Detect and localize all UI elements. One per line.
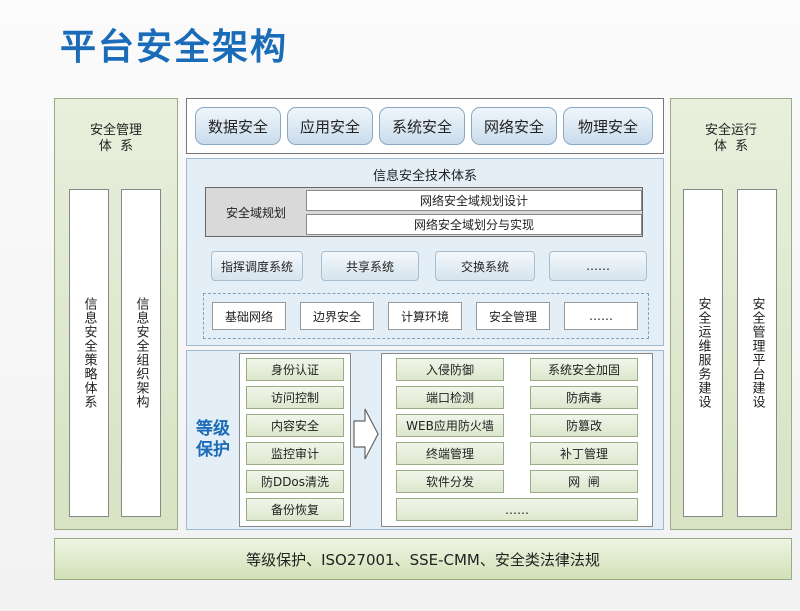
more-systems: …… (549, 251, 647, 281)
anti-ddos: 防DDos清洗 (246, 470, 344, 493)
anti-tamper: 防篡改 (530, 414, 638, 437)
web-app-firewall: WEB应用防火墙 (396, 414, 504, 437)
right-arrow-icon (353, 408, 379, 460)
more-base-items: …… (564, 302, 638, 330)
software-distribution: 软件分发 (396, 470, 504, 493)
domain-planning-design: 网络安全域规划设计 (306, 190, 642, 211)
security-management-platform-column: 安全管理平台建设 (737, 189, 777, 517)
security-management: 安全管理 (476, 302, 550, 330)
boundary-security: 边界安全 (300, 302, 374, 330)
page-title: 平台安全架构 (60, 27, 289, 68)
more-protection-items: …… (396, 498, 638, 521)
domain-planning-label: 安全域规划 (225, 205, 286, 220)
level-protection-box: 等级 保护 身份认证 访问控制 内容安全 监控审计 防DDos清洗 备份恢复 入… (186, 350, 664, 530)
security-policy-column: 信息安全策略体系 (69, 189, 109, 517)
backup-recovery: 备份恢复 (246, 498, 344, 521)
tech-system-title: 信息安全技术体系 (372, 169, 477, 184)
exchange-system: 交换系统 (435, 251, 535, 281)
system-hardening: 系统安全加固 (530, 358, 638, 381)
network-gatekeeper: 网 闸 (530, 470, 638, 493)
security-operation-panel: 安全运行 体 系 安全运维服务建设 安全管理平台建设 (670, 98, 792, 530)
right-panel-title-line-2: 体 系 (713, 139, 749, 154)
pill-physical-security: 物理安全 (563, 107, 653, 145)
security-management-panel: 安全管理 体 系 信息安全策略体系 信息安全组织架构 (54, 98, 178, 530)
sharing-system: 共享系统 (321, 251, 419, 281)
base-network: 基础网络 (212, 302, 286, 330)
domain-planning-implementation: 网络安全域划分与实现 (306, 214, 642, 235)
access-control: 访问控制 (246, 386, 344, 409)
level-protection-label-1: 等级 (196, 419, 230, 439)
security-organization-column: 信息安全组织架构 (121, 189, 161, 517)
antivirus: 防病毒 (530, 386, 638, 409)
security-ops-service-column: 安全运维服务建设 (683, 189, 723, 517)
pill-system-security: 系统安全 (379, 107, 465, 145)
base-security-dashed-group: 基础网络 边界安全 计算环境 安全管理 …… (203, 293, 649, 339)
terminal-management: 终端管理 (396, 442, 504, 465)
left-panel-title-line-2: 体 系 (98, 139, 134, 154)
computing-environment: 计算环境 (388, 302, 462, 330)
port-detection: 端口检测 (396, 386, 504, 409)
command-dispatch-system: 指挥调度系统 (211, 251, 303, 281)
pill-application-security: 应用安全 (287, 107, 373, 145)
pill-data-security: 数据安全 (195, 107, 281, 145)
pill-network-security: 网络安全 (471, 107, 557, 145)
intrusion-prevention: 入侵防御 (396, 358, 504, 381)
level-protection-label-2: 保护 (196, 440, 230, 460)
monitor-audit: 监控审计 (246, 442, 344, 465)
level-protection-left-list: 身份认证 访问控制 内容安全 监控审计 防DDos清洗 备份恢复 (239, 353, 351, 527)
patch-management: 补丁管理 (530, 442, 638, 465)
security-domains-box: 数据安全 应用安全 系统安全 网络安全 物理安全 (186, 98, 664, 154)
domain-planning-group: 安全域规划 网络安全域规划设计 网络安全域划分与实现 (205, 187, 643, 237)
identity-auth: 身份认证 (246, 358, 344, 381)
content-security: 内容安全 (246, 414, 344, 437)
tech-system-box: 信息安全技术体系 安全域规划 网络安全域规划设计 网络安全域划分与实现 指挥调度… (186, 158, 664, 346)
right-panel-title-line-1: 安全运行 (704, 123, 757, 138)
level-protection-right-grid: 入侵防御 系统安全加固 端口检测 防病毒 WEB应用防火墙 防篡改 终端管理 补… (381, 353, 653, 527)
standards-bar: 等级保护、ISO27001、SSE-CMM、安全类法律法规 (54, 538, 792, 580)
left-panel-title-line-1: 安全管理 (89, 123, 142, 138)
